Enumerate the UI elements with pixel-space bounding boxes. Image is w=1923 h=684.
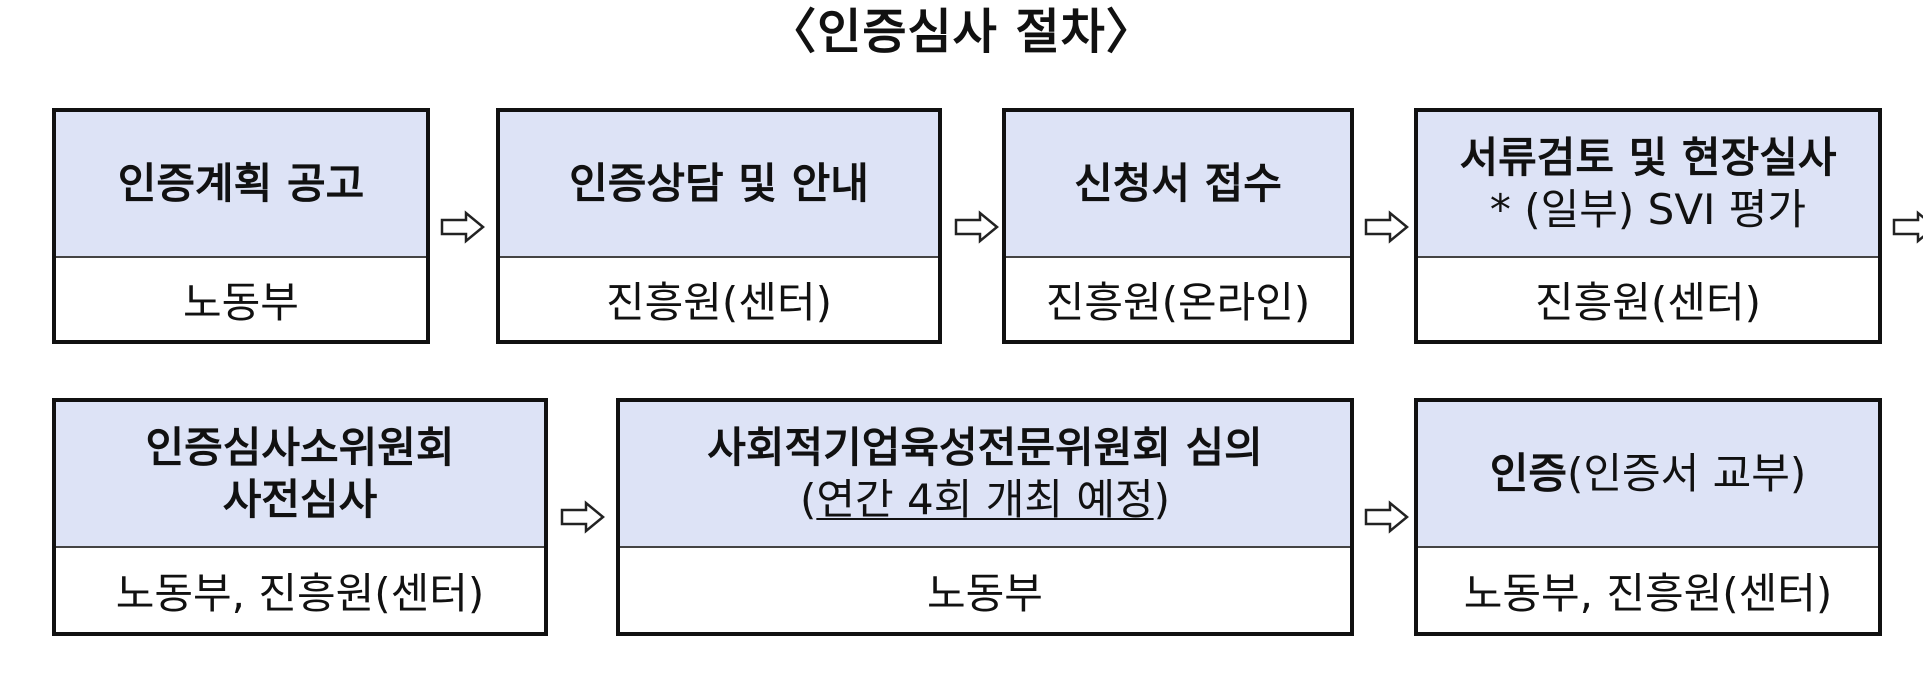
step-note: (연간 4회 개최 예정) — [800, 474, 1170, 526]
step-agency: 노동부, 진흥원(센터) — [115, 568, 485, 618]
step-agency: 노동부 — [927, 568, 1043, 618]
right-arrow-icon — [1892, 210, 1923, 244]
right-arrow-icon — [440, 210, 486, 244]
step-title-line2: 사전심사 — [222, 475, 378, 524]
step-header: 인증상담 및 안내 — [500, 112, 938, 258]
step-pre-review: 인증심사소위원회 사전심사 노동부, 진흥원(센터) — [52, 398, 548, 636]
step-agency: 노동부, 진흥원(센터) — [1463, 568, 1833, 618]
step-certification: 인증(인증서 교부) 노동부, 진흥원(센터) — [1414, 398, 1882, 636]
paren-close: ) — [1153, 475, 1171, 524]
step-title: 인증심사소위원회 — [145, 423, 455, 472]
page-title: 〈인증심사 절차〉 — [768, 4, 1155, 60]
right-arrow-icon — [1364, 210, 1410, 244]
step-agency: 진흥원(센터) — [606, 277, 832, 327]
step-document-review: 서류검토 및 현장실사 * (일부) SVI 평가 진흥원(센터) — [1414, 108, 1882, 344]
step-title: 인증상담 및 안내 — [569, 159, 869, 208]
right-arrow-icon — [560, 500, 606, 534]
step-consultation: 인증상담 및 안내 진흥원(센터) — [496, 108, 942, 344]
step-note: * (일부) SVI 평가 — [1489, 185, 1807, 234]
step-header: 인증계획 공고 — [56, 112, 426, 258]
step-title: 인증(인증서 교부) — [1490, 448, 1807, 500]
step-agency: 진흥원(온라인) — [1045, 277, 1311, 327]
step-header: 인증심사소위원회 사전심사 — [56, 402, 544, 548]
step-header: 신청서 접수 — [1006, 112, 1350, 258]
step-agency: 진흥원(센터) — [1535, 277, 1761, 327]
step-committee-deliberation: 사회적기업육성전문위원회 심의 (연간 4회 개최 예정) 노동부 — [616, 398, 1354, 636]
step-title: 신청서 접수 — [1074, 159, 1282, 208]
schedule-note: 연간 4회 개최 예정 — [816, 475, 1154, 524]
paren-open: ( — [799, 475, 817, 524]
step-header: 서류검토 및 현장실사 * (일부) SVI 평가 — [1418, 112, 1878, 258]
step-title: 서류검토 및 현장실사 — [1459, 133, 1837, 182]
step-title-bold: 인증 — [1489, 449, 1567, 498]
step-title: 인증계획 공고 — [117, 159, 365, 208]
step-title: 사회적기업육성전문위원회 심의 — [707, 423, 1263, 472]
step-title-normal: (인증서 교부) — [1566, 449, 1807, 498]
step-agency: 노동부 — [183, 277, 299, 327]
step-header: 사회적기업육성전문위원회 심의 (연간 4회 개최 예정) — [620, 402, 1350, 548]
right-arrow-icon — [1364, 500, 1410, 534]
step-application: 신청서 접수 진흥원(온라인) — [1002, 108, 1354, 344]
step-plan-announcement: 인증계획 공고 노동부 — [52, 108, 430, 344]
right-arrow-icon — [954, 210, 1000, 244]
step-header: 인증(인증서 교부) — [1418, 402, 1878, 548]
